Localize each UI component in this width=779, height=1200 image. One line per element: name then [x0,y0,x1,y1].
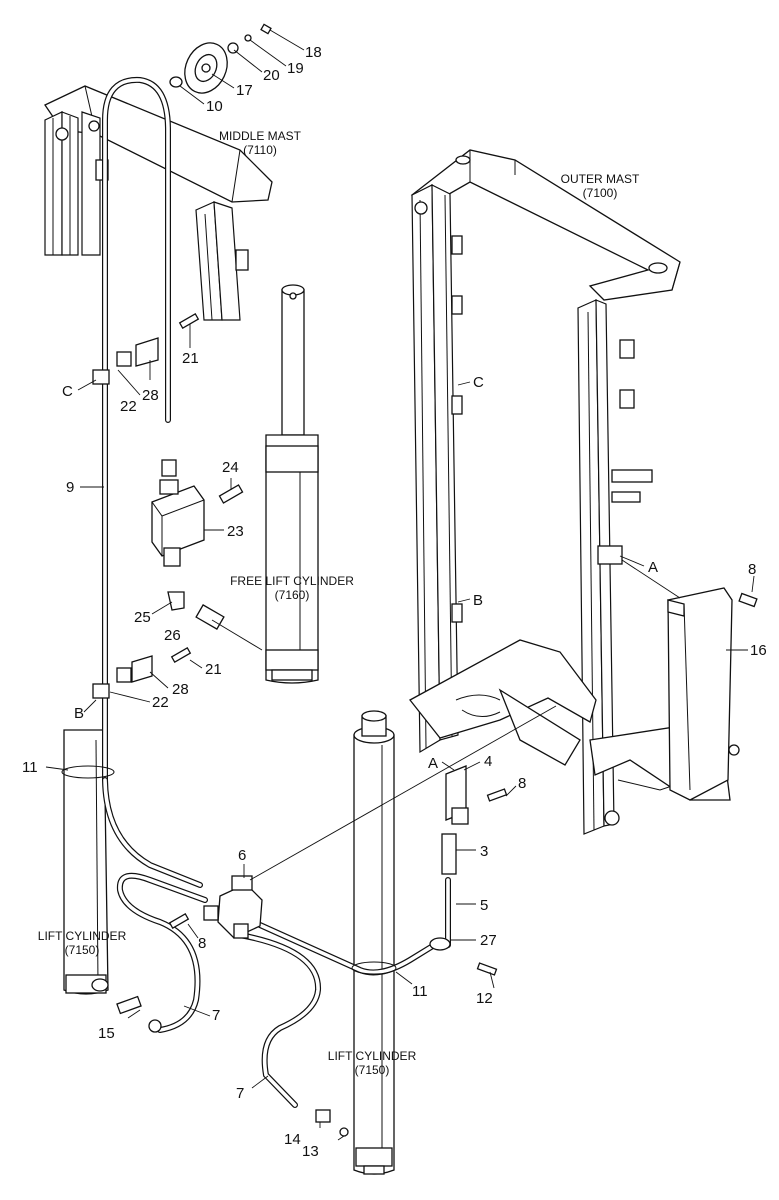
callout-c-right: C [473,374,484,391]
callout-20: 20 [263,67,280,84]
lift-cylinder-right-code: (7150) [355,1063,390,1077]
callout-11-left: 11 [22,759,38,776]
callout-28-upper: 28 [142,387,159,404]
callout-23: 23 [227,523,244,540]
middle-mast [44,85,273,321]
callout-4: 4 [484,753,492,770]
callout-21-upper: 21 [182,350,199,367]
callout-8-right: 8 [518,775,526,792]
part-callouts: 18 19 20 17 10 21 28 22 C 9 24 23 25 26 … [22,44,767,1160]
callout-27: 27 [480,932,497,949]
middle-mast-label: MIDDLE MAST [219,129,302,143]
callout-5: 5 [480,897,488,914]
free-lift-cylinder-code: (7160) [275,588,310,602]
callout-b-left: B [74,705,84,722]
leader-lines [45,29,755,1141]
lift-cylinder-left [63,729,109,995]
callout-17: 17 [236,82,253,99]
callout-7-left: 7 [212,1007,220,1024]
callout-13: 13 [302,1143,319,1160]
callout-b-right: B [473,592,483,609]
callout-7-lower: 7 [236,1085,244,1102]
callout-18: 18 [305,44,322,61]
callout-8-cover: 8 [748,561,756,578]
callout-21-lower: 21 [205,661,222,678]
free-lift-cylinder [265,284,319,684]
callout-28-lower: 28 [172,681,189,698]
callout-14: 14 [284,1131,301,1148]
hydraulic-lines [102,76,451,1108]
callout-6: 6 [238,847,246,864]
middle-mast-code: (7110) [243,143,277,157]
lift-cylinder-left-label: LIFT CYLINDER [38,929,127,943]
callout-10: 10 [206,98,223,115]
lift-cylinder-right-label: LIFT CYLINDER [328,1049,417,1063]
callout-12: 12 [476,990,493,1007]
callout-8-mid: 8 [198,935,206,952]
callout-15: 15 [98,1025,115,1042]
callout-3: 3 [480,843,488,860]
assembly-labels: MIDDLE MAST (7110) OUTER MAST (7100) FRE… [38,129,640,1077]
free-lift-cylinder-label: FREE LIFT CYLINDER [230,574,354,588]
callout-22-lower: 22 [152,694,169,711]
callout-16: 16 [750,642,767,659]
callout-9: 9 [66,479,74,496]
outer-mast-code: (7100) [583,186,618,200]
callout-19: 19 [287,60,304,77]
lift-cylinder-left-code: (7150) [65,943,100,957]
callout-c-left: C [62,383,73,400]
outer-mast-label: OUTER MAST [561,172,640,186]
callout-24: 24 [222,459,239,476]
callout-a-mast: A [648,559,658,576]
outer-mast [409,149,740,835]
small-parts [61,23,758,1137]
callout-11-right: 11 [412,983,428,1000]
callout-26: 26 [164,627,181,644]
callout-22-upper: 22 [120,398,137,415]
lift-cylinder-right [353,710,395,1175]
callout-25: 25 [134,609,151,626]
callout-a-bracket: A [428,755,438,772]
